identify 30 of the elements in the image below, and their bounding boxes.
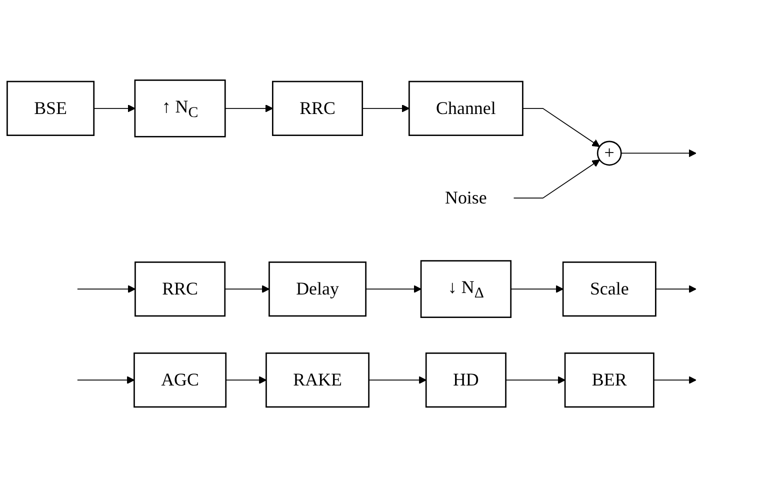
arrow — [365, 286, 422, 294]
arrow — [224, 104, 274, 113]
node-box: HD — [425, 352, 506, 408]
arrow — [93, 104, 136, 113]
arrow — [505, 376, 566, 384]
node-box: RAKE — [266, 352, 370, 408]
arrow — [513, 160, 600, 199]
node-box: BER — [564, 352, 654, 408]
node-text: Noise — [445, 188, 487, 208]
arrow — [224, 286, 270, 294]
arrow — [362, 104, 410, 113]
arrow — [522, 108, 600, 148]
arrow — [225, 376, 267, 384]
node-circle: + — [596, 141, 622, 166]
node-box: ↑ N$_{C}$ — [134, 80, 226, 138]
node-box: AGC — [134, 352, 227, 408]
node-box: Channel — [408, 81, 524, 136]
node-box: RRC — [134, 262, 226, 318]
arrow — [76, 376, 135, 384]
node-box: RRC — [272, 81, 364, 136]
arrow — [76, 286, 136, 294]
node-box: Delay — [268, 262, 366, 318]
node-box: ↓ N$_{Δ}$ — [420, 260, 512, 318]
arrow — [655, 286, 696, 294]
node-box: Scale — [562, 262, 656, 318]
node-box: BSE — [6, 81, 95, 136]
arrow — [510, 286, 564, 294]
arrow — [368, 376, 426, 384]
arrow — [620, 150, 696, 158]
arrow — [653, 376, 696, 384]
